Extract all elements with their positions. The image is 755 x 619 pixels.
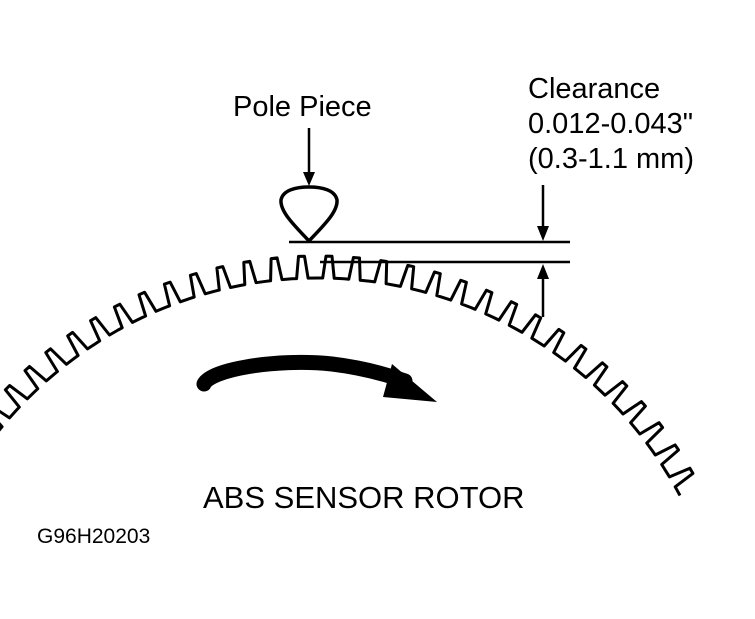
pole-piece-label: Pole Piece [233, 91, 372, 123]
clearance-spec: Clearance 0.012-0.043" (0.3-1.1 mm) [528, 72, 694, 177]
rotation-arrow [196, 354, 437, 402]
clearance-arrow-down [537, 185, 549, 241]
rotor-teeth [0, 254, 695, 497]
pole-piece [279, 185, 339, 243]
clearance-inches: 0.012-0.043" [528, 108, 694, 140]
rotor-title: ABS SENSOR ROTOR [203, 480, 525, 515]
clearance-mm: (0.3-1.1 mm) [528, 143, 694, 175]
figure-id: G96H20203 [37, 525, 151, 548]
clearance-arrow-up [537, 264, 549, 317]
clearance-title: Clearance [528, 73, 661, 105]
pole-piece-arrow [303, 128, 315, 186]
